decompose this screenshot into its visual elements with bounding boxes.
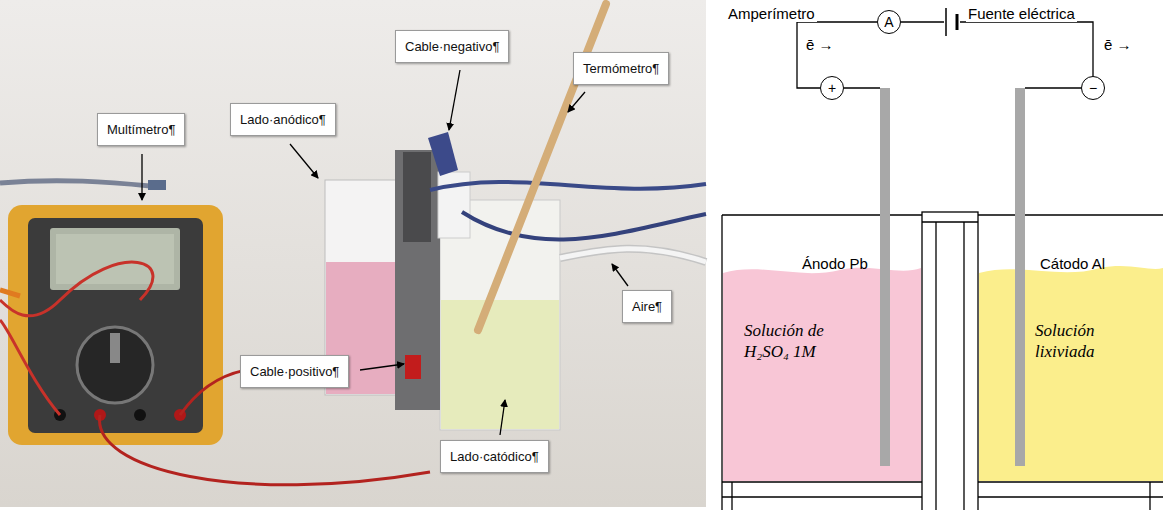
photo-part xyxy=(134,409,146,421)
photo-part xyxy=(0,181,150,186)
electrode-label: Cátodo Al xyxy=(1040,255,1105,272)
terminal-circle: − xyxy=(1081,76,1105,100)
electron-flow: ē → xyxy=(804,36,836,53)
cell-schematic-part-part xyxy=(978,481,1163,482)
node-text: Aire¶ xyxy=(632,299,662,314)
leader-lines-part xyxy=(360,364,404,370)
battery-symbol-part xyxy=(944,8,960,38)
node-text: Multímetro¶ xyxy=(107,122,175,137)
cell-schematic-part xyxy=(723,268,921,481)
photo xyxy=(0,0,706,507)
solution-label: Solución lixiviada xyxy=(1035,320,1145,363)
leader-lines-part xyxy=(612,264,628,286)
cell-schematic xyxy=(722,88,1163,510)
terminal-circle: A xyxy=(877,10,901,34)
terminal-circle: + xyxy=(820,76,844,100)
photo-part xyxy=(148,180,166,190)
cell-schematic-part-part xyxy=(935,222,936,510)
callout-label: Lado·catódico¶ xyxy=(440,440,549,473)
cell-schematic-part xyxy=(880,88,890,466)
leader-lines-part xyxy=(290,144,318,178)
cell-schematic-part-part xyxy=(978,496,1163,497)
cell-schematic-part xyxy=(1025,87,1081,88)
node-text: Cable·positivo¶ xyxy=(250,364,339,379)
instrument-label: Amperímetro xyxy=(726,5,817,22)
circuit-wire xyxy=(901,22,1093,76)
node-text: − xyxy=(1089,81,1097,95)
photo-part xyxy=(403,152,431,242)
photo-part xyxy=(0,262,153,316)
callout-label: Aire¶ xyxy=(622,290,672,323)
photo-part xyxy=(50,228,180,290)
photo-part xyxy=(428,132,458,176)
photo-part xyxy=(462,212,706,239)
cell-schematic-part xyxy=(979,266,1163,481)
cell-schematic-part-part xyxy=(978,214,1163,215)
cell-schematic-part xyxy=(1015,88,1025,466)
node-text: Cable·negativo¶ xyxy=(405,39,499,54)
callout-label: Multímetro¶ xyxy=(97,113,185,146)
photo-part xyxy=(28,218,203,433)
photo-part xyxy=(0,290,20,296)
cell-schematic-part-part xyxy=(722,496,922,497)
photo-part xyxy=(430,182,706,190)
photo-part xyxy=(405,355,421,379)
leader-lines-part xyxy=(449,70,460,130)
photo-part xyxy=(100,415,430,485)
photo-part xyxy=(560,249,706,262)
callout-label: Cable·positivo¶ xyxy=(240,355,349,388)
battery-symbol-part xyxy=(956,14,959,30)
photo-part xyxy=(77,327,153,403)
cell-schematic-part xyxy=(722,212,1163,510)
photo-part xyxy=(8,205,223,445)
cell-schematic-part-part xyxy=(721,215,722,510)
leader-lines-part xyxy=(141,154,142,200)
cell-schematic-part-part xyxy=(722,214,922,215)
cell-schematic-part xyxy=(844,87,880,88)
cell-schematic-part-part xyxy=(963,222,964,510)
cell-schematic-part-part xyxy=(722,481,922,482)
photo-part xyxy=(0,0,706,507)
solution-label: Solución de H₂SO₄ 1M xyxy=(744,320,869,363)
electron-flow: ē → xyxy=(1102,36,1134,53)
cell-schematic-part-part xyxy=(731,482,732,510)
photo-part xyxy=(56,234,174,284)
node-text: A xyxy=(884,15,893,29)
node-text: Lado·anódico¶ xyxy=(240,112,326,127)
photo-part xyxy=(441,300,559,429)
leader-lines-part xyxy=(500,400,505,435)
photo-part xyxy=(0,320,60,415)
photo-part xyxy=(560,249,706,262)
photo-part xyxy=(110,333,120,363)
instrument-label: Fuente eléctrica xyxy=(966,5,1077,22)
cell-schematic-part-part xyxy=(922,221,978,222)
cell-schematic-part-part xyxy=(922,212,978,510)
callout-label: Cable·negativo¶ xyxy=(395,30,509,63)
node-text: Lado·catódico¶ xyxy=(450,449,539,464)
battery-symbol-part xyxy=(945,8,947,36)
leader-lines xyxy=(142,70,628,435)
cell-compartment: Cátodo Al Solución lixiviada xyxy=(978,215,1163,482)
node-text: + xyxy=(828,81,836,95)
callout-label: Lado·anódico¶ xyxy=(230,103,336,136)
leader-lines-part xyxy=(568,92,585,112)
electrode-label: Ánodo Pb xyxy=(802,255,868,272)
callout-label: Termómetro¶ xyxy=(573,52,669,85)
cell-compartment: Ánodo Pb Solución de H₂SO₄ 1M xyxy=(722,215,922,482)
node-text: Termómetro¶ xyxy=(583,61,659,76)
cell-schematic-part-part xyxy=(1149,482,1150,510)
